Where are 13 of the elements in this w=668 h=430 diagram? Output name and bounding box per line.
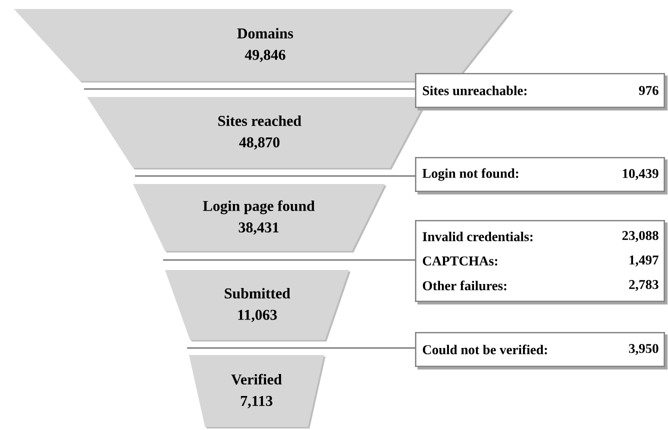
funnel-segment: Sites reached 48,870	[87, 97, 430, 170]
leader-line	[163, 259, 415, 261]
callout-box: Sites unreachable: 976	[415, 73, 668, 110]
callout-box: Login not found: 10,439	[415, 157, 668, 194]
funnel-segment: Login page found 38,431	[133, 184, 386, 252]
leader-line	[187, 347, 415, 349]
funnel-segment: Domains 49,846	[14, 9, 514, 82]
funnel-segment: Verified 7,113	[189, 355, 326, 428]
leader-line	[135, 175, 415, 177]
funnel-segment: Submitted 11,063	[165, 270, 350, 342]
callout-box: Could not be verified: 3,950	[415, 332, 668, 370]
callout-box: Invalid credentials: 23,088 CAPTCHAs: 1,497 Other failures: 2,783	[415, 220, 668, 304]
leader-line	[84, 88, 415, 90]
